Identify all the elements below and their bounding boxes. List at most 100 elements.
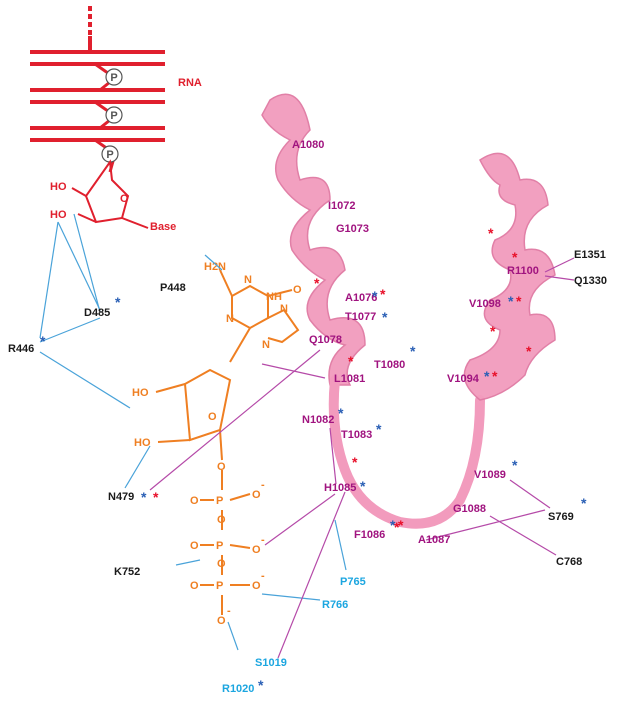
line-r1020-gtp xyxy=(227,621,239,651)
star-red-f1086: * xyxy=(398,517,404,533)
gtp-p-gamma: P xyxy=(216,580,223,592)
gtp-o-6: O xyxy=(252,544,261,556)
gtp-p2-o-minus xyxy=(229,544,251,549)
residue-d485: D485 xyxy=(84,307,110,319)
residue-q1330: Q1330 xyxy=(574,275,607,287)
gtp-o-10: O xyxy=(217,615,226,627)
star-blue-a1076: * xyxy=(372,288,378,304)
star-blue-n479: * xyxy=(141,489,147,505)
gtp-o-8: O xyxy=(190,580,199,592)
star-red-a1076: * xyxy=(380,286,386,302)
residue-n479: N479 xyxy=(108,491,134,503)
residues-magenta: A1080 I1072 G1073 A1076 T1077 Q1078 T108… xyxy=(292,139,539,546)
residue-f1086: F1086 xyxy=(354,529,385,541)
star-blue-t1083: * xyxy=(376,421,382,437)
rna-label: RNA xyxy=(178,77,202,89)
gtp-o-3: O xyxy=(252,489,261,501)
gtp-ho2: HO xyxy=(134,437,151,449)
star-red-helix-right-1: * xyxy=(488,225,494,241)
residues-black: P448 D485 R446 N479 K752 E1351 Q1330 S76… xyxy=(8,249,607,578)
line-a1087-s769 xyxy=(425,509,546,541)
gtp-h2n: H2N xyxy=(204,261,226,273)
star-red-helix-left-2: * xyxy=(348,353,354,369)
gtp-structure xyxy=(155,269,300,615)
residue-a1087: A1087 xyxy=(418,534,450,546)
residue-a1076: A1076 xyxy=(345,292,377,304)
rna-ho-bond-2 xyxy=(77,213,97,223)
line-p765-f1086 xyxy=(334,519,347,571)
gtp-carbonyl-bond xyxy=(267,289,293,297)
star-blue-s769: * xyxy=(581,495,587,511)
gtp-o-1: O xyxy=(217,461,226,473)
phosphate-circle-1 xyxy=(105,68,123,86)
gtp-ho1: HO xyxy=(132,387,149,399)
rna-base-label: Base xyxy=(150,221,176,233)
line-k752-gtp xyxy=(175,559,201,566)
gtp-ho2-bond xyxy=(157,439,191,443)
line-g1088-c768 xyxy=(489,515,557,556)
residue-e1351: E1351 xyxy=(574,249,606,261)
line-gtp-l1081 xyxy=(261,363,326,379)
star-red-n479: * xyxy=(153,489,159,505)
rna-backbone xyxy=(30,6,165,173)
gtp-minus-2: - xyxy=(261,534,265,546)
star-red-helix-left-1: * xyxy=(314,275,320,291)
residue-r1100: R1100 xyxy=(507,265,539,277)
residue-s1019: S1019 xyxy=(255,657,287,669)
residue-s769: S769 xyxy=(548,511,574,523)
line-d485-rna-a xyxy=(73,213,101,313)
gtp-minus-4: - xyxy=(227,605,231,617)
gtp-o-4: O xyxy=(217,514,226,526)
star-red-v1094: * xyxy=(492,368,498,384)
line-gtp-h1085 xyxy=(264,493,336,546)
line-r446-d485 xyxy=(39,317,101,343)
helix-left-ribbon xyxy=(261,93,366,386)
star-blue-r446: * xyxy=(40,333,46,349)
gtp-glycosidic-bond xyxy=(229,327,251,363)
phosphate-label-1: P xyxy=(110,72,117,84)
rna-phosphates: P P P xyxy=(101,68,123,163)
residue-v1098: V1098 xyxy=(469,298,501,310)
residue-r446: R446 xyxy=(8,343,34,355)
residue-a1080: A1080 xyxy=(292,139,324,151)
rna-ribose xyxy=(71,159,149,229)
gtp-ribose-ring xyxy=(183,368,232,442)
star-blue-r1020: * xyxy=(258,677,264,693)
phosphate-circle-2 xyxy=(105,106,123,124)
residues-cyan: P765 R766 S1019 R1020 xyxy=(222,576,366,695)
line-r446-gtp xyxy=(39,351,131,409)
helix-right-ribbon xyxy=(463,152,556,401)
star-blue-t1080: * xyxy=(410,343,416,359)
star-blue-v1098: * xyxy=(508,293,514,309)
line-d485-rna-b xyxy=(57,221,101,311)
star-blue-d485: * xyxy=(115,294,121,310)
interaction-lines-blue xyxy=(39,213,347,651)
star-blue-v1094: * xyxy=(484,368,490,384)
helix-left xyxy=(261,93,485,529)
rna-ho-top: HO xyxy=(50,181,67,193)
line-n479-ho xyxy=(124,445,151,489)
residue-k752: K752 xyxy=(114,566,140,578)
gtp-ho1-bond xyxy=(155,383,186,393)
residue-n1082: N1082 xyxy=(302,414,334,426)
stars-red: * * * * * * * * * * * * * xyxy=(153,225,532,535)
star-blue-h1085: * xyxy=(360,478,366,494)
residue-g1073: G1073 xyxy=(336,223,369,235)
line-r1100-q1330 xyxy=(544,275,575,281)
star-blue-f1086: * xyxy=(390,517,396,533)
gtp-labels: H2N N NH O N N N HO HO O O O P O - O O P… xyxy=(132,261,302,627)
residue-q1078: Q1078 xyxy=(309,334,342,346)
gtp-o-5: O xyxy=(190,540,199,552)
gtp-amine-bond xyxy=(219,269,233,297)
gtp-n-ring5: N xyxy=(280,303,288,315)
gtp-p1-o-minus xyxy=(229,493,251,501)
residue-v1089: V1089 xyxy=(474,469,506,481)
star-blue-t1077: * xyxy=(382,309,388,325)
gtp-carbonyl-o: O xyxy=(293,284,302,296)
gtp-minus-1: - xyxy=(261,479,265,491)
helix-right xyxy=(463,152,556,401)
gtp-p-beta: P xyxy=(216,540,223,552)
star-red-v1098: * xyxy=(516,293,522,309)
